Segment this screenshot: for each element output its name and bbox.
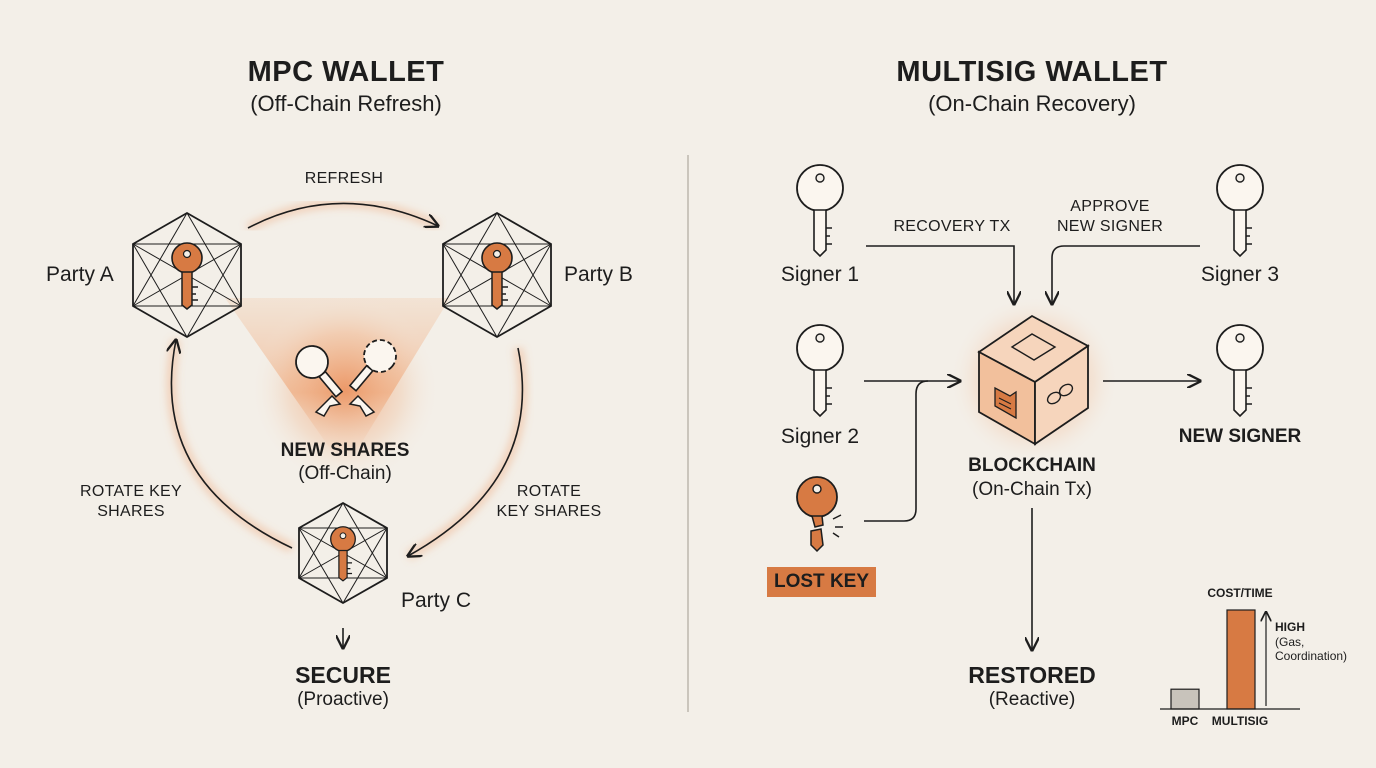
new-signer-label: NEW SIGNER [1178, 426, 1302, 447]
approve-label-1: APPROVE [1070, 198, 1150, 215]
shares-glow [250, 295, 440, 485]
lost-key-icon [796, 476, 843, 553]
party-c-label: Party C [401, 589, 472, 612]
signer-2-label: Signer 2 [780, 425, 860, 448]
rotate-right-label-1: ROTATE [516, 483, 582, 500]
multisig-subtitle: (On-Chain Recovery) [928, 91, 1136, 116]
mpc-title: MPC WALLET [247, 56, 445, 88]
new-signer-key-icon [1216, 324, 1264, 418]
rotate-right-arc [408, 347, 528, 561]
cost-high-note-1: (Gas, [1275, 635, 1305, 649]
signer-1-label: Signer 1 [780, 263, 860, 286]
refresh-label: REFRESH [304, 170, 384, 187]
new-shares-title: NEW SHARES [280, 440, 410, 461]
rotate-left-arc [171, 340, 295, 553]
approve-label-2: NEW SIGNER [1056, 218, 1164, 235]
new-shares-subtitle: (Off-Chain) [298, 463, 392, 484]
cost-high-label: HIGH [1275, 620, 1305, 634]
lost-key-badge: LOST KEY [767, 567, 877, 597]
lost-key-arrow [864, 380, 929, 522]
rotate-left-label-2: SHARES [97, 503, 165, 520]
signer-2-key-icon [796, 324, 844, 418]
signer-1-key-icon [796, 164, 844, 258]
multisig-title: MULTISIG WALLET [896, 56, 1168, 88]
cost-chart-title: COST/TIME [1207, 586, 1273, 600]
rotate-right-label-2: KEY SHARES [496, 503, 602, 520]
share-fragment-left-icon [314, 394, 342, 417]
cost-category-mpc: MPC [1171, 714, 1199, 728]
party-a-node [132, 211, 242, 339]
party-c-node [298, 501, 388, 605]
signer-3-key-icon [1216, 164, 1264, 258]
refresh-arc [245, 199, 438, 232]
approve-arrow [1052, 245, 1200, 304]
orange-key-icon [330, 526, 356, 582]
mpc-subtitle: (Off-Chain Refresh) [250, 91, 442, 116]
recovery-tx-arrow [866, 245, 1014, 304]
secure-title: SECURE [295, 662, 391, 688]
signer-3-label: Signer 3 [1200, 263, 1280, 286]
blockchain-subtitle: (On-Chain Tx) [971, 479, 1093, 500]
restored-title: RESTORED [968, 662, 1096, 688]
cost-chart [1160, 609, 1300, 710]
recovery-tx-label: RECOVERY TX [893, 218, 1011, 235]
cost-category-multisig: MULTISIG [1211, 714, 1269, 728]
party-b-label: Party B [564, 263, 633, 286]
share-key-left-icon [295, 345, 344, 398]
secure-subtitle: (Proactive) [297, 689, 389, 710]
blockchain-title: BLOCKCHAIN [968, 455, 1096, 476]
cost-high-note-2: Coordination) [1275, 649, 1348, 663]
blockchain-cube-icon [977, 314, 1090, 446]
rotate-left-label-1: ROTATE KEY [80, 483, 182, 500]
party-a-label: Party A [46, 263, 114, 286]
restored-subtitle: (Reactive) [988, 689, 1076, 710]
cost-bar-mpc [1170, 688, 1200, 710]
cost-bar-multisig [1226, 609, 1256, 710]
orange-key-icon [171, 242, 203, 310]
orange-key-icon [481, 242, 513, 310]
share-fragment-right-icon [348, 394, 376, 417]
party-b-node [442, 211, 552, 339]
share-key-right-icon [348, 339, 397, 392]
